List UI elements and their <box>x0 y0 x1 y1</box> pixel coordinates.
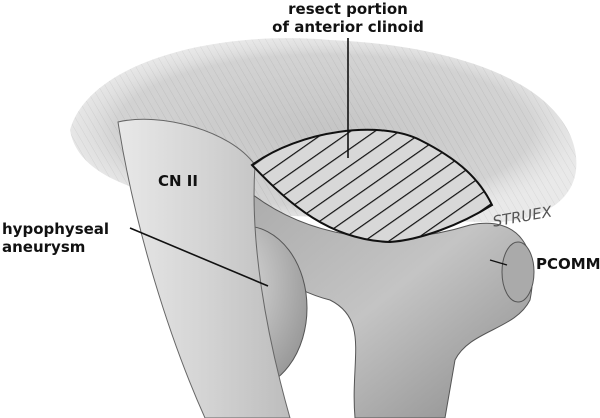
clinoid-label-line1: resect portion <box>288 0 408 18</box>
pcomm-leader-line <box>489 259 508 266</box>
pcomm-vessel <box>501 241 535 303</box>
pcomm-label: PCOMM <box>536 255 600 273</box>
clinoid-label: resect portion of anterior clinoid <box>272 0 424 36</box>
clinoid-label-line2: of anterior clinoid <box>272 18 424 36</box>
optic-nerve-cn2 <box>117 118 291 418</box>
aneurysm-label-line1: hypophyseal <box>2 220 110 238</box>
aneurysm-label: hypophyseal aneurysm <box>2 220 109 256</box>
cn2-label: CN II <box>158 172 198 190</box>
anterior-clinoid-resection <box>250 128 494 244</box>
aneurysm-label-line2: aneurysm <box>2 238 86 256</box>
aneurysm-leader-line <box>129 227 269 287</box>
